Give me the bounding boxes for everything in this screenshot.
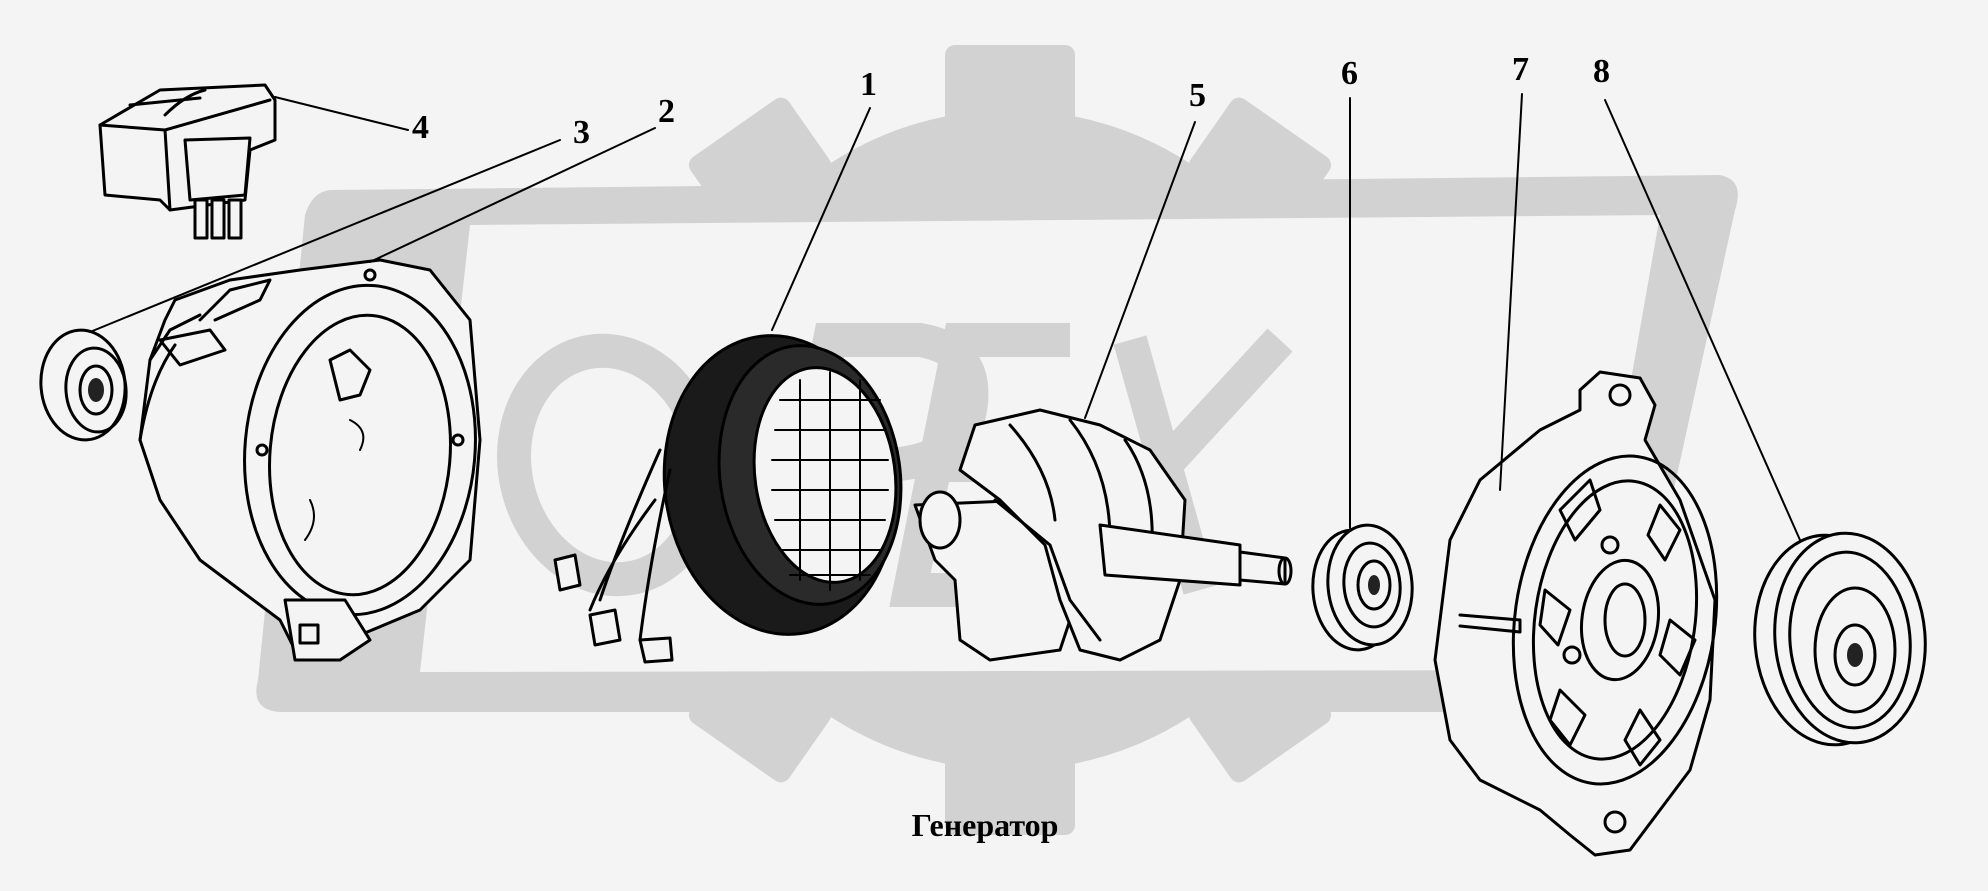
callout-labels: 1 2 3 4 5 6 7 8	[412, 51, 1610, 151]
leader-line-8	[1604, 99, 1801, 541]
leader-line-7	[1499, 93, 1523, 491]
front-housing-part-7	[1433, 370, 1719, 857]
leader-line-4	[274, 96, 409, 131]
leader-line-5	[1084, 121, 1196, 419]
pulley-part-8	[1753, 531, 1927, 747]
callout-4: 4	[412, 109, 429, 146]
rotor-part-5	[913, 408, 1293, 662]
bearing-part-6	[1311, 523, 1414, 652]
callout-5: 5	[1189, 77, 1206, 114]
small-bearing-part-3	[39, 328, 128, 442]
callout-2: 2	[658, 93, 675, 130]
leader-line-2	[369, 127, 656, 263]
callout-7: 7	[1512, 51, 1529, 88]
diagram-caption: Генератор	[912, 807, 1059, 843]
callout-1: 1	[860, 66, 877, 103]
leader-line-3	[89, 139, 561, 333]
voltage-regulator-part-4	[98, 83, 277, 240]
leader-line-1	[771, 107, 871, 331]
rear-housing-part-2	[138, 258, 482, 662]
callout-6: 6	[1341, 55, 1358, 92]
stator-part-1	[553, 334, 903, 664]
callout-8: 8	[1593, 53, 1610, 90]
callout-3: 3	[573, 114, 590, 151]
leader-lines	[89, 93, 1801, 541]
